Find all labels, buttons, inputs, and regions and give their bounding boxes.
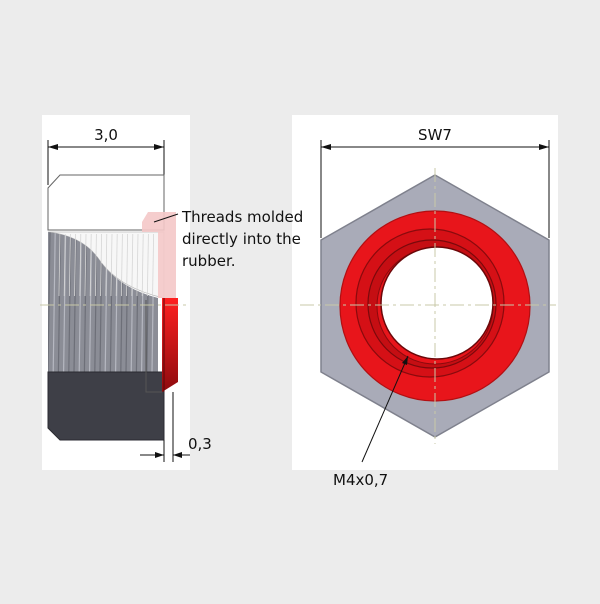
thread-line <box>52 232 56 372</box>
ring-thickness-label: 0,3 <box>188 435 212 453</box>
side-view: 3,0 0,3 <box>40 126 212 462</box>
thread-hidden-line <box>58 233 61 297</box>
thread-lines-light <box>58 233 154 297</box>
thread-hidden-line <box>147 233 149 297</box>
rubber-ring-side <box>162 298 178 392</box>
width-dimension-label: 3,0 <box>94 126 118 144</box>
thread-line <box>83 232 87 372</box>
thread-leader-line <box>361 355 409 463</box>
thread-leader-arrow-icon <box>402 356 408 365</box>
thread-hidden-line <box>126 233 128 297</box>
thread-hidden-line <box>136 233 139 297</box>
thread-hidden-line <box>74 233 76 297</box>
ring-arrow-right-icon <box>173 452 182 458</box>
thread-hidden-line <box>79 233 82 297</box>
thread-hidden-line <box>110 233 113 297</box>
annotation-line-2: directly into the <box>182 230 301 248</box>
thread-size-label: M4x0,7 <box>333 471 388 489</box>
annotation-line-3: rubber. <box>182 252 236 270</box>
thread-line <box>73 232 77 372</box>
thread-hidden-line <box>121 233 123 297</box>
inner-sleeve-line <box>145 300 162 393</box>
thread-hidden-line <box>89 233 92 297</box>
thread-line <box>68 232 72 372</box>
sw-arrow-left-icon <box>321 144 331 150</box>
annotation-line-1: Threads molded <box>181 208 303 226</box>
front-view: SW7 M4x0,7 <box>300 126 556 489</box>
thread-hidden-line <box>69 233 71 297</box>
nut-lower-body <box>47 371 165 441</box>
thread-hidden-line <box>152 233 154 297</box>
thread-line <box>57 232 61 372</box>
thread-line <box>48 232 51 372</box>
nut-top-chamfer <box>47 174 165 231</box>
thread-hidden-line <box>115 233 118 297</box>
wrench-size-label: SW7 <box>418 126 452 144</box>
rubber-ring-translucent <box>142 212 176 298</box>
thread-line <box>89 232 93 372</box>
sw-arrow-right-icon <box>539 144 549 150</box>
thread-hidden-line <box>100 233 102 297</box>
thread-line <box>78 232 82 372</box>
thread-hidden-line <box>131 233 134 297</box>
thread-hidden-line <box>84 233 87 297</box>
thread-annotation: Threads molded directly into the rubber. <box>181 208 303 270</box>
width-arrow-right-icon <box>154 144 164 150</box>
bore-hole <box>380 246 494 360</box>
ring-arrow-left-icon <box>155 452 164 458</box>
thread-hidden-line <box>95 233 97 297</box>
thread-line <box>63 232 67 372</box>
thread-hidden-line <box>105 233 108 297</box>
width-arrow-left-icon <box>48 144 58 150</box>
thread-hidden-line <box>63 233 66 297</box>
thread-hidden-line <box>141 233 144 297</box>
annotation-leader-line <box>153 213 179 223</box>
